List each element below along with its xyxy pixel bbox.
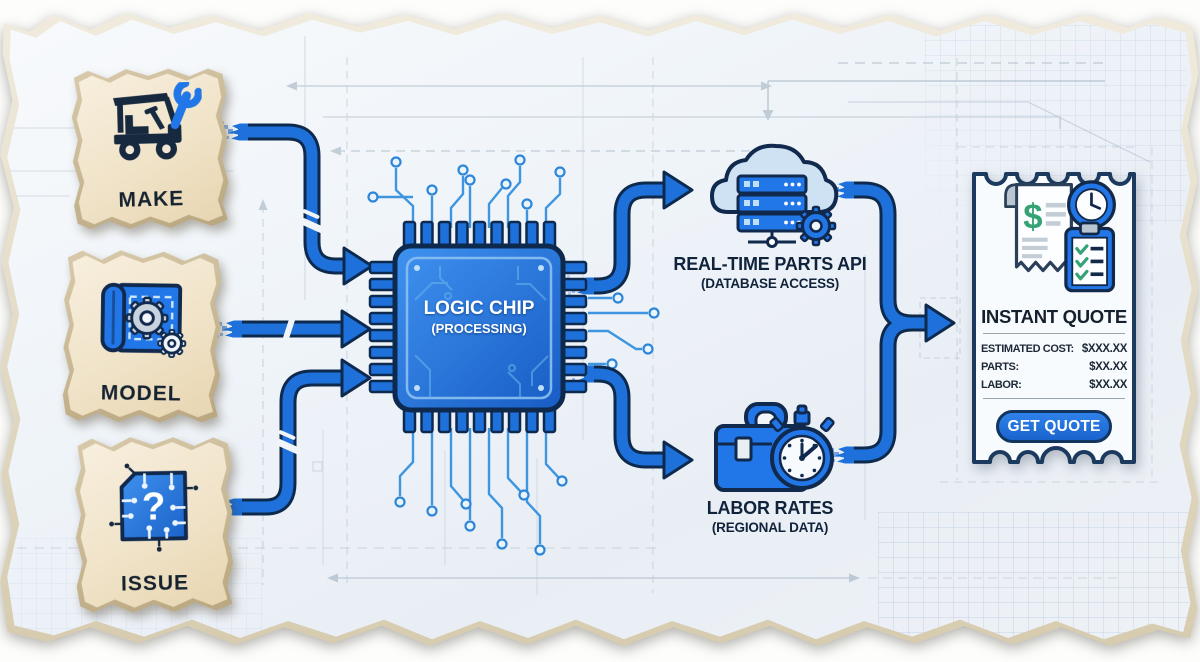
get-quote-button[interactable]: GET QUOTE — [996, 410, 1112, 443]
input-label-issue: ISSUE — [120, 571, 190, 596]
parts-api-label: REAL-TIME PARTS API (DATABASE ACCESS) — [640, 254, 900, 292]
logic-chip-caption: LOGIC CHIP (PROCESSING) — [399, 297, 559, 337]
question-mark-glyph: ? — [142, 485, 166, 528]
golf-cart-wrench-icon — [74, 69, 225, 190]
chip-question-icon: ? — [78, 438, 230, 574]
quote-row-estimated-cost: ESTIMATED COST: $XXX.XX — [981, 340, 1127, 358]
arrow-make-to-chip — [238, 126, 346, 272]
quote-title: INSTANT QUOTE — [981, 306, 1127, 327]
parts-api-subtitle: (DATABASE ACCESS) — [700, 275, 840, 291]
toolbox-stopwatch-icon — [700, 396, 840, 505]
dollar-sign-glyph: $ — [1023, 199, 1042, 237]
row-label: PARTS: — [981, 361, 1019, 373]
cloud-server-gear-icon — [698, 134, 844, 257]
row-value: $XXX.XX — [1081, 343, 1128, 355]
arrow-chip-to-api — [584, 184, 664, 292]
quote-rows: ESTIMATED COST: $XXX.XX PARTS: $XX.XX LA… — [981, 340, 1127, 394]
input-card-issue: ? ISSUE — [77, 437, 232, 612]
circuit-traces — [367, 154, 660, 556]
logic-chip-node — [368, 220, 588, 434]
quote-row-labor: LABOR: $XX.XX — [981, 376, 1127, 394]
input-label-model: MODEL — [100, 381, 182, 406]
quote-row-parts: PARTS: $XX.XX — [981, 358, 1127, 376]
row-value: $XX.XX — [1089, 361, 1127, 373]
logic-chip-title: LOGIC CHIP — [423, 298, 535, 319]
row-value: $XX.XX — [1089, 379, 1127, 391]
labor-rates-subtitle: (REGIONAL DATA) — [711, 519, 829, 535]
arrow-issue-to-chip — [232, 372, 342, 513]
arrow-labor-to-quote — [844, 317, 926, 461]
labor-rates-label: LABOR RATES (REGIONAL DATA) — [648, 498, 892, 536]
grid-texture-bottom-right — [878, 512, 1190, 640]
flow-arrows — [207, 121, 956, 516]
row-label: LABOR: — [981, 379, 1022, 391]
receipt-clock-clipboard-icon: $ — [984, 170, 1124, 303]
input-card-make: MAKE — [73, 68, 227, 228]
divider — [983, 398, 1125, 399]
logic-chip-subtitle: (PROCESSING) — [431, 320, 527, 336]
input-label-make: MAKE — [118, 187, 185, 212]
divider — [983, 333, 1125, 334]
blueprint-gears-icon — [66, 252, 218, 383]
labor-rates-title: LABOR RATES — [706, 498, 834, 518]
parts-api-title: REAL-TIME PARTS API — [673, 254, 867, 274]
input-card-model: MODEL — [65, 251, 219, 421]
row-label: ESTIMATED COST: — [981, 343, 1074, 355]
instant-quote-ticket: $ — [968, 162, 1140, 480]
arrow-chip-to-labor — [584, 368, 664, 466]
